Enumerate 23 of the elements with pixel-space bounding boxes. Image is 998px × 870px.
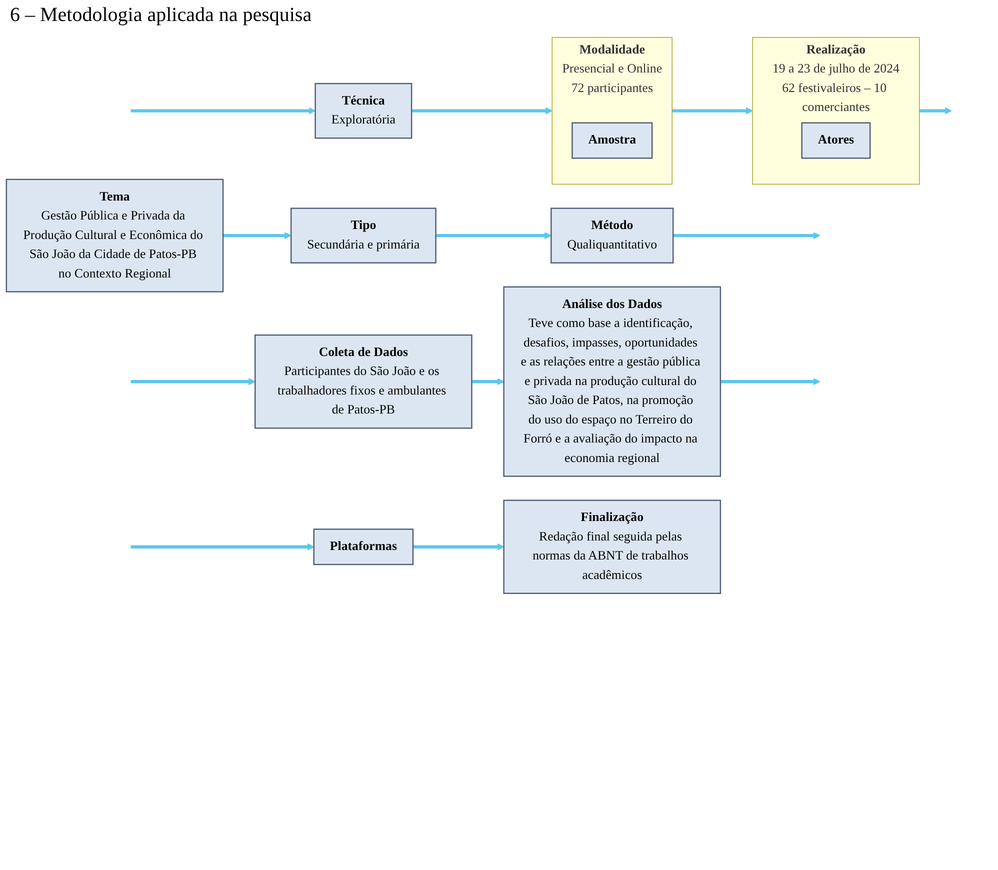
arrow	[412, 543, 504, 550]
arrow	[472, 378, 504, 386]
arrow	[436, 232, 552, 240]
arrow	[130, 107, 316, 114]
arrow	[672, 107, 753, 114]
node-box: Método Qualiquantitativo	[550, 208, 674, 264]
node-box: Técnica Exploratória	[314, 82, 412, 139]
arrow	[130, 543, 314, 550]
figure-title: 6 – Metodologia aplicada na pesquisa	[10, 4, 312, 27]
node-box: Coleta de Dados Participantes do São João e os trabalhadores fixos e ambulantes de Patos-PB	[254, 334, 472, 429]
node-box: Finalização Redação final seguida pelas normas da ABNT de trabalhos acadêmicos	[503, 500, 722, 594]
arrow	[130, 378, 256, 386]
arrow	[412, 107, 552, 114]
node-box: Tema Gestão Pública e Privada da Produção Cultural e Econômica do São João da Cidade de Patos-PB no Contexto Regional	[6, 178, 224, 292]
node-box: Plataformas	[313, 528, 414, 566]
arrow	[919, 107, 952, 114]
node-box: Atores	[801, 122, 871, 159]
arrow	[720, 378, 820, 386]
node-box: Análise dos Dados Teve como base a identificação, desafios, impasses, oportunidades e as relações entre a gestão pública e privada na produção cultural do São João de Patos, na promoção do uso do espaço no Terreiro do Forró e a avaliação do impacto na economia regional	[503, 286, 722, 477]
arrow	[223, 232, 292, 240]
arrow	[673, 232, 820, 240]
node-box: Amostra	[572, 122, 653, 159]
node-box: Tipo Secundária e primária	[290, 208, 436, 264]
